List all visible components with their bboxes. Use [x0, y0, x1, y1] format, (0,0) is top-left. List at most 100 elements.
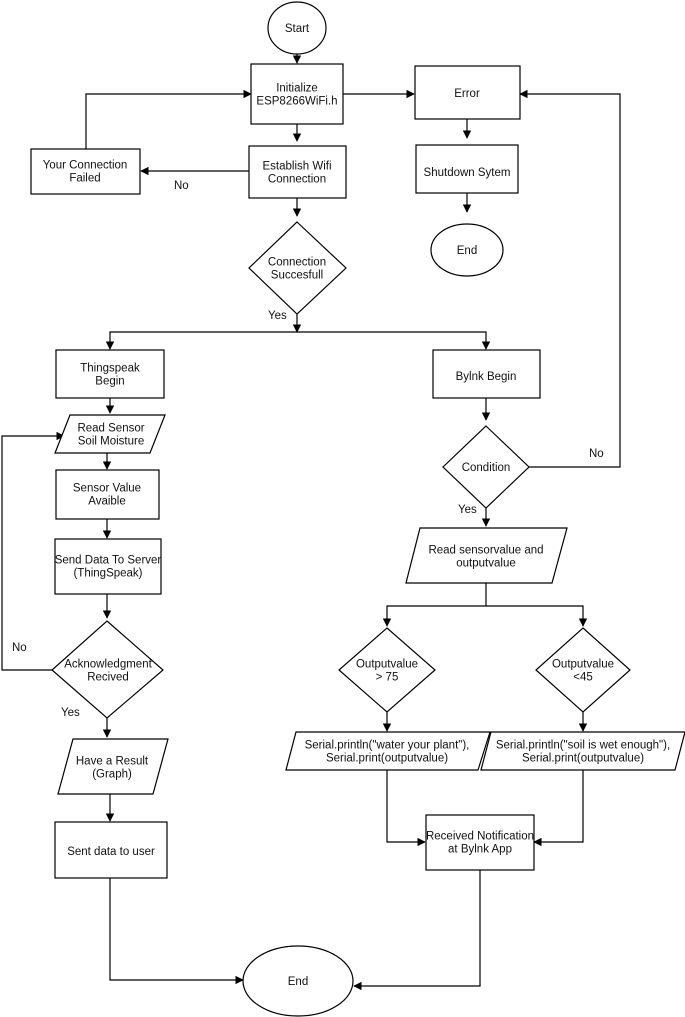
node-label-line: Serial.print(outputvalue) — [522, 753, 644, 765]
node-label-line: Received Notification — [426, 831, 534, 843]
error-label: Error — [454, 88, 480, 100]
node-label-line: at Bylnk App — [448, 844, 512, 856]
node-label-line: Start — [285, 23, 310, 35]
node-label-line: <45 — [573, 672, 593, 684]
node-label-line: Recived — [87, 672, 129, 684]
node-label-line: Serial.print(outputvalue) — [326, 753, 448, 765]
node-label-line: > 75 — [376, 672, 399, 684]
edge-label-yes: Yes — [61, 707, 80, 719]
node-label-line: Soil Moisture — [78, 436, 144, 448]
edge-condition-error — [519, 89, 621, 468]
edge-label-no: No — [174, 180, 189, 192]
shutdown-label: Shutdown Sytem — [424, 167, 511, 179]
blynk-begin-node: Bylnk Begin — [432, 349, 541, 399]
edge-labels: No Yes No Yes No Yes — [12, 180, 604, 719]
node-label-line: Connection — [268, 257, 326, 269]
serial-water-node: Serial.println("water your plant"),Seria… — [285, 731, 491, 771]
node-label-line: (ThingSpeak) — [73, 568, 142, 580]
have-result-node: Have a Result(Graph) — [57, 738, 169, 795]
node-label-line: Condition — [462, 462, 511, 474]
output-gt75-decision: Outputvalue> 75 — [338, 627, 436, 713]
node-label-line: (Graph) — [92, 769, 132, 781]
serial-wet-node: Serial.println("soil is wet enough"),Ser… — [480, 731, 685, 771]
node-label-line: Thingspeak — [80, 363, 140, 375]
node-label-line: Your Connection — [43, 160, 128, 172]
node-label-line: Shutdown Sytem — [424, 167, 511, 179]
edge-wet-received — [533, 770, 584, 847]
node-label-line: Bylnk Begin — [456, 371, 517, 383]
node-label-line: Serial.println("soil is wet enough"), — [496, 740, 670, 752]
edge-split-lt45 — [486, 605, 588, 627]
node-label-line: Have a Result — [76, 756, 149, 768]
node-label-line: Avaible — [88, 496, 126, 508]
node-label-line: outputvalue — [456, 558, 515, 570]
node-label-line: Error — [454, 88, 480, 100]
node-label-line: Outputvalue — [356, 659, 418, 671]
edge-label-yes: Yes — [268, 310, 287, 322]
condition-label: Condition — [462, 462, 511, 474]
node-label-line: Failed — [69, 173, 100, 185]
node-label-line: Outputvalue — [552, 659, 614, 671]
edge-ack-read — [1, 431, 65, 671]
send-data-node: Send Data To Server(ThingSpeak) — [54, 538, 162, 595]
error-node: Error — [414, 65, 521, 120]
node-label-line: Connection — [268, 174, 326, 186]
node-label-line: Sent data to user — [67, 846, 155, 858]
output-lt45-decision: Outputvalue<45 — [535, 627, 631, 713]
end-bottom-label: End — [288, 976, 308, 988]
node-label-line: Initialize — [276, 83, 318, 95]
edge-split-gt75 — [382, 605, 486, 627]
serial-wet-label: Serial.println("soil is wet enough"),Ser… — [496, 740, 670, 765]
end-top-node: End — [430, 223, 504, 277]
blynk-label: Bylnk Begin — [456, 371, 517, 383]
serial-water-label: Serial.println("water your plant"),Seria… — [305, 740, 470, 765]
edge-received-end — [353, 870, 481, 991]
result-label: Have a Result(Graph) — [76, 756, 149, 781]
edge-split-thingspeak — [105, 331, 297, 350]
node-label-line: Succesfull — [271, 270, 323, 282]
sent-data-user-node: Sent data to user — [54, 821, 168, 879]
node-label-line: Send Data To Server — [55, 555, 162, 567]
end-bottom-node: End — [242, 945, 354, 1017]
end-top-label: End — [457, 245, 477, 257]
node-label-line: End — [288, 976, 308, 988]
node-label-line: End — [457, 245, 477, 257]
edges — [1, 54, 621, 991]
sent-user-label: Sent data to user — [67, 846, 155, 858]
edge-split-blynk — [297, 331, 491, 350]
node-label-line: Acknowledgment — [64, 659, 152, 671]
node-label-line: ESP8266WiFi.h — [256, 96, 337, 108]
start-node: Start — [267, 1, 327, 55]
start-label: Start — [285, 23, 310, 35]
edge-label-no: No — [12, 642, 27, 654]
node-label-line: Sensor Value — [73, 483, 141, 495]
edge-failed-init — [85, 89, 252, 149]
out-gt75-label: Outputvalue> 75 — [356, 659, 418, 684]
send-data-label: Send Data To Server(ThingSpeak) — [55, 555, 162, 580]
node-label-line: Read sensorvalue and — [428, 545, 543, 557]
edge-label-no: No — [589, 448, 604, 460]
node-label-line: Begin — [95, 376, 124, 388]
